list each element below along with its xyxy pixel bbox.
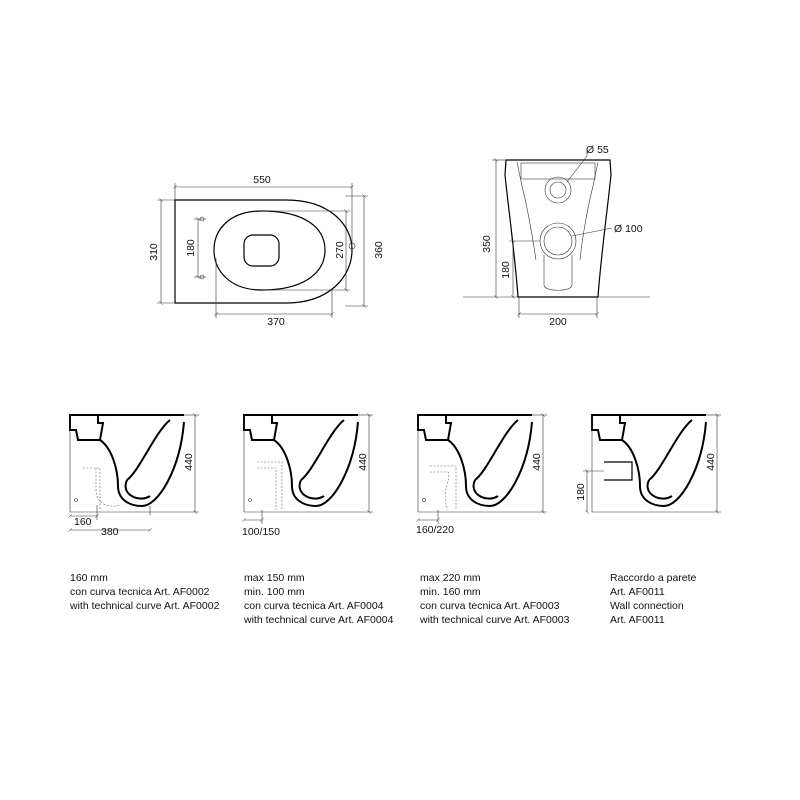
caption-1-line-1: 160 mm [70,572,108,584]
caption-4-line-3: Wall connection [610,600,684,612]
caption-3-line-1: max 220 mm [420,572,481,584]
inlet-circle [544,176,572,204]
profile-3-height: 440 [531,453,543,471]
caption-1-line-3: with technical curve Art. AF0002 [70,600,220,612]
caption-2-line-3: con curva tecnica Art. AF0004 [244,600,384,612]
caption-4: Raccordo a parete Art. AF0011 Wall conne… [610,571,696,627]
dim-inlet-diameter: Ø 55 [586,144,609,156]
toilet-outline-top [174,199,353,304]
dim-base-width: 200 [549,316,567,328]
profile-4-height: 440 [705,453,717,471]
profile-1-dim-b: 380 [101,526,119,538]
caption-2-line-2: min. 100 mm [244,586,305,598]
caption-1: 160 mm con curva tecnica Art. AF0002 wit… [70,571,219,613]
caption-2-line-4: with technical curve Art. AF0004 [244,614,394,626]
caption-4-line-4: Art. AF0011 [610,614,665,626]
caption-2-line-1: max 150 mm [244,572,305,584]
caption-2: max 150 mm min. 100 mm con curva tecnica… [244,571,393,627]
profile-2: 440 100/150 [242,415,373,538]
front-view: Ø 55 Ø 100 350 180 200 [463,144,650,328]
caption-3-line-2: min. 160 mm [420,586,481,598]
profile-4: 440 180 [575,415,721,512]
profile-3-dim-a: 160/220 [416,524,454,536]
dim-height-total: 350 [481,235,493,253]
profile-1-dim-a: 160 [74,516,92,528]
profile-2-height: 440 [357,453,369,471]
dim-outlet-diameter: Ø 100 [614,223,643,235]
dim-depth-outer: 310 [148,243,160,261]
profile-3: 440 160/220 [416,415,547,536]
profile-1: 440 160 380 [70,415,199,538]
toilet-outline-front [504,159,612,298]
caption-3-line-3: con curva tecnica Art. AF0003 [420,600,560,612]
profile-2-dim-a: 100/150 [242,526,280,538]
dim-fixing-spacing: 180 [185,239,197,257]
caption-4-line-1: Raccordo a parete [610,572,697,584]
caption-3-line-4: with technical curve Art. AF0003 [420,614,570,626]
caption-4-line-2: Art. AF0011 [610,586,665,598]
caption-3: max 220 mm min. 160 mm con curva tecnica… [420,571,569,627]
dim-outlet-height: 180 [500,261,512,279]
dim-bowl-length: 370 [267,316,285,328]
profile-4-dim-side: 180 [575,483,587,501]
top-view: 550 310 180 270 360 370 [148,174,385,328]
profile-1-height: 440 [183,453,195,471]
dim-depth-total: 360 [373,241,385,259]
dim-depth-bowl: 270 [334,241,346,259]
bowl-opening [213,210,326,291]
outlet-circle [539,222,577,260]
caption-1-line-2: con curva tecnica Art. AF0002 [70,586,210,598]
drain-opening [243,234,280,267]
dim-width-total: 550 [253,174,271,186]
